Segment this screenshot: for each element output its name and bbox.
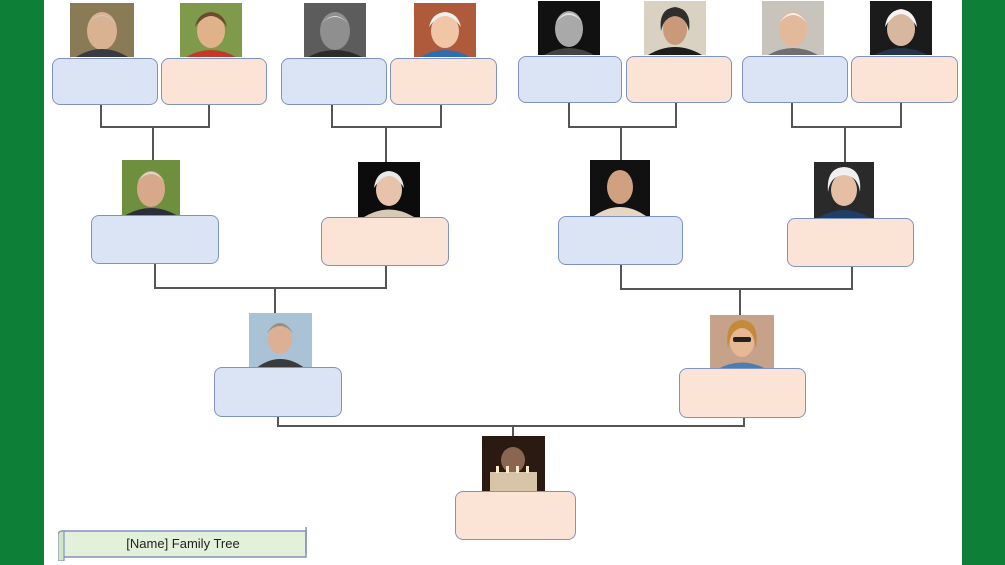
person-box-ggp8[interactable]: [851, 56, 958, 103]
connector: [512, 425, 514, 437]
photo-ggp5: [538, 1, 600, 55]
connector: [568, 102, 570, 127]
person-box-gp3[interactable]: [558, 216, 683, 265]
connector: [620, 126, 622, 160]
connector: [100, 126, 210, 128]
connector: [277, 416, 279, 426]
person-box-ggp5[interactable]: [518, 56, 622, 103]
connector: [791, 102, 793, 127]
person-box-p2[interactable]: [679, 368, 806, 418]
person-box-p1[interactable]: [214, 367, 342, 417]
photo-ggp7: [762, 1, 824, 55]
connector: [331, 104, 333, 127]
connector: [791, 126, 902, 128]
connector: [385, 126, 387, 162]
connector: [152, 126, 154, 160]
connector: [568, 126, 677, 128]
connector: [100, 104, 102, 127]
title-scroll-banner: [Name] Family Tree: [58, 527, 308, 561]
connector: [675, 102, 677, 127]
photo-gp2: [358, 162, 420, 217]
connector: [851, 266, 853, 289]
family-tree-title[interactable]: [Name] Family Tree: [126, 536, 240, 551]
connector: [277, 425, 745, 427]
person-box-ggp4[interactable]: [390, 58, 497, 105]
connector: [440, 104, 442, 127]
person-box-ggp6[interactable]: [626, 56, 732, 103]
photo-child: [482, 436, 545, 491]
photo-gp4: [814, 162, 874, 218]
photo-ggp8: [870, 1, 932, 55]
photo-gp3: [590, 160, 650, 216]
photo-ggp1: [70, 3, 134, 57]
person-box-ggp1[interactable]: [52, 58, 158, 105]
photo-p1: [249, 313, 312, 369]
photo-ggp6: [644, 1, 706, 55]
photo-gp1: [122, 160, 180, 216]
connector: [739, 288, 741, 315]
right-green-border: [962, 0, 1005, 565]
connector: [844, 126, 846, 162]
connector: [274, 287, 276, 314]
connector: [208, 104, 210, 127]
person-box-ggp3[interactable]: [281, 58, 387, 105]
connector: [743, 417, 745, 426]
person-box-child[interactable]: [455, 491, 576, 540]
person-box-ggp2[interactable]: [161, 58, 267, 105]
connector: [620, 288, 853, 290]
photo-ggp3: [304, 3, 366, 57]
connector: [154, 263, 156, 288]
family-tree-canvas: [44, 0, 962, 565]
connector: [385, 265, 387, 288]
person-box-gp1[interactable]: [91, 215, 219, 264]
person-box-gp2[interactable]: [321, 217, 449, 266]
connector: [154, 287, 387, 289]
left-green-border: [0, 0, 44, 565]
connector: [900, 102, 902, 127]
connector: [620, 264, 622, 289]
person-box-ggp7[interactable]: [742, 56, 848, 103]
photo-ggp2: [180, 3, 242, 57]
person-box-gp4[interactable]: [787, 218, 914, 267]
photo-p2: [710, 315, 774, 370]
photo-ggp4: [414, 3, 476, 57]
